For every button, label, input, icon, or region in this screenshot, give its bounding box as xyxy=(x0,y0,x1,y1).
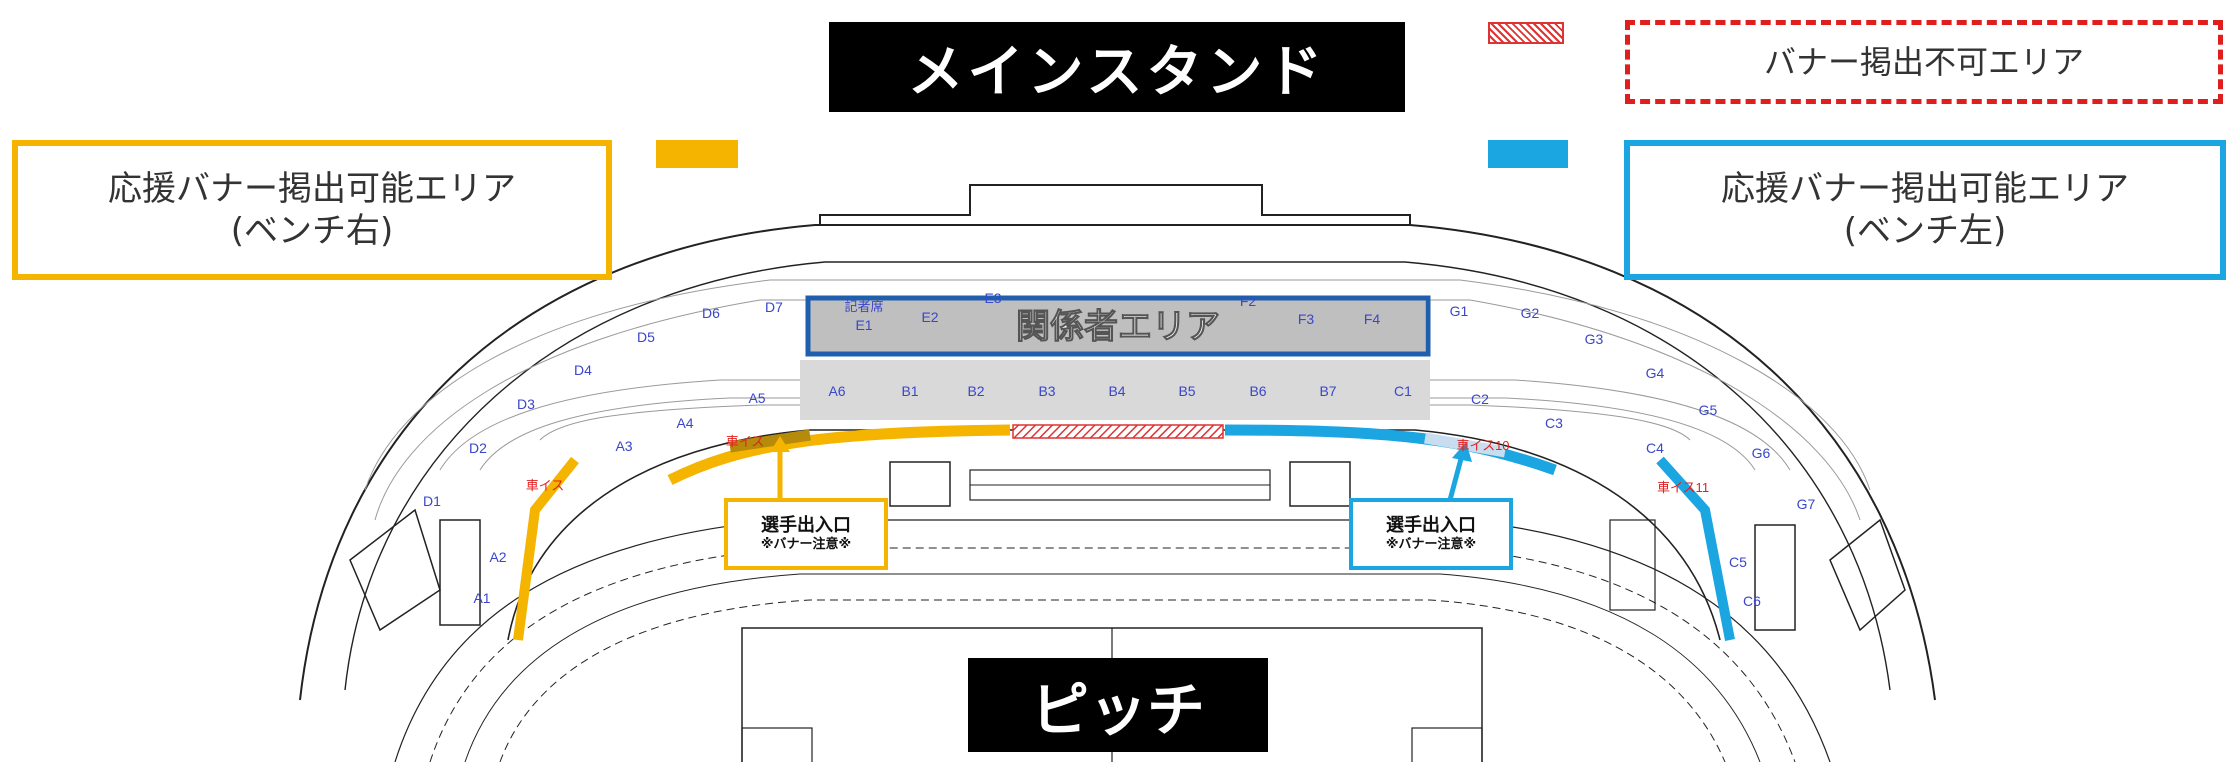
section-label: C1 xyxy=(1394,383,1412,399)
section-label: B3 xyxy=(1038,383,1055,399)
staff-area-fill xyxy=(810,300,1425,352)
section-label: D3 xyxy=(517,396,535,412)
section-label: C5 xyxy=(1729,554,1747,570)
left-gate-title: 選手出入口 xyxy=(761,514,851,536)
section-label: F3 xyxy=(1298,311,1315,327)
section-label: D4 xyxy=(574,362,592,378)
section-label: A1 xyxy=(473,590,490,606)
section-label: B5 xyxy=(1178,383,1195,399)
section-label: G2 xyxy=(1521,305,1540,321)
no-banner-legend: バナー掲出不可エリア xyxy=(1625,20,2223,104)
section-label: G4 xyxy=(1646,365,1665,381)
pitch-title: ピッチ xyxy=(968,658,1268,752)
section-label: A5 xyxy=(748,390,765,406)
section-label: B7 xyxy=(1319,383,1336,399)
section-label: D2 xyxy=(469,440,487,456)
section-label: B6 xyxy=(1249,383,1266,399)
section-label: G7 xyxy=(1797,496,1816,512)
section-label: C6 xyxy=(1743,593,1761,609)
banner-areas xyxy=(513,424,1735,641)
front-row-fill xyxy=(800,360,1430,420)
section-label: E3 xyxy=(984,290,1001,306)
section-label: A3 xyxy=(615,438,632,454)
section-label: C2 xyxy=(1471,391,1489,407)
main-stand-title: メインスタンド xyxy=(829,22,1405,112)
wheelchair-label: 車イス10 xyxy=(1456,438,1509,453)
section-label: G6 xyxy=(1752,445,1771,461)
wheelchair-label: 車イス xyxy=(726,434,765,449)
section-labels: A1 A2 A3 A4 A5 A6 B1 B2 B3 B4 B5 B6 B7 C… xyxy=(423,290,1815,609)
yellow-swatch xyxy=(656,140,738,168)
gate-arrows xyxy=(770,436,1472,501)
left-gate-note: ※バナー注意※ xyxy=(760,537,852,553)
left-bench-banner-legend: 応援バナー掲出可能エリア (ベンチ左) xyxy=(1624,140,2226,280)
right-bench-banner-legend: 応援バナー掲出可能エリア (ベンチ右) xyxy=(12,140,612,280)
press-seat-label: 記者席 xyxy=(844,299,883,314)
blue-banner-main xyxy=(1224,424,1557,476)
no-banner-legend-text: バナー掲出不可エリア xyxy=(1763,43,2084,81)
section-label: C4 xyxy=(1646,440,1664,456)
yellow-banner-main xyxy=(667,424,1011,485)
section-label: A4 xyxy=(676,415,693,431)
section-label: G3 xyxy=(1585,331,1604,347)
blue-banner-right-stand xyxy=(1656,456,1735,641)
section-label: G1 xyxy=(1450,303,1469,319)
no-banner-hatched-area xyxy=(1012,424,1224,439)
right-gate-note: ※バナー注意※ xyxy=(1385,537,1477,553)
section-label: G5 xyxy=(1699,402,1718,418)
section-label: A2 xyxy=(489,549,506,565)
wheelchair-label: 車イス xyxy=(526,478,565,493)
no-banner-swatch xyxy=(1488,22,1564,44)
section-label: D6 xyxy=(702,305,720,321)
section-label: E2 xyxy=(921,309,938,325)
right-gate-title: 選手出入口 xyxy=(1386,514,1476,536)
section-label: D7 xyxy=(765,299,783,315)
section-label: A6 xyxy=(828,383,845,399)
left-bench-legend-line1: 応援バナー掲出可能エリア xyxy=(1721,168,2129,209)
staff-area-outline xyxy=(805,295,1431,357)
left-player-gate-callout: 選手出入口 ※バナー注意※ xyxy=(724,498,888,570)
section-label: B2 xyxy=(967,383,984,399)
left-bench-legend-line2: (ベンチ左) xyxy=(1843,211,2007,251)
section-label: E1 xyxy=(855,317,872,333)
section-label: D1 xyxy=(423,493,441,509)
section-label: B1 xyxy=(901,383,918,399)
right-bench-legend-line1: 応援バナー掲出可能エリア xyxy=(108,168,516,209)
section-label: C3 xyxy=(1545,415,1563,431)
yellow-banner-gate xyxy=(729,429,811,453)
stadium-structure xyxy=(299,184,1936,762)
blue-swatch xyxy=(1488,140,1568,168)
right-bench-legend-line2: (ベンチ右) xyxy=(230,211,394,251)
right-player-gate-callout: 選手出入口 ※バナー注意※ xyxy=(1349,498,1513,570)
staff-area-label: 関係者エリア xyxy=(1016,307,1220,347)
section-label: B4 xyxy=(1108,383,1125,399)
wheelchair-label: 車イス11 xyxy=(1657,480,1709,495)
section-label: D5 xyxy=(637,329,655,345)
section-label: F4 xyxy=(1364,311,1381,327)
faint-labels: 記者席 車イス 車イス 車イス10 車イス11 xyxy=(526,299,1709,495)
section-label: F2 xyxy=(1240,293,1257,309)
yellow-banner-left-stand xyxy=(513,456,579,641)
